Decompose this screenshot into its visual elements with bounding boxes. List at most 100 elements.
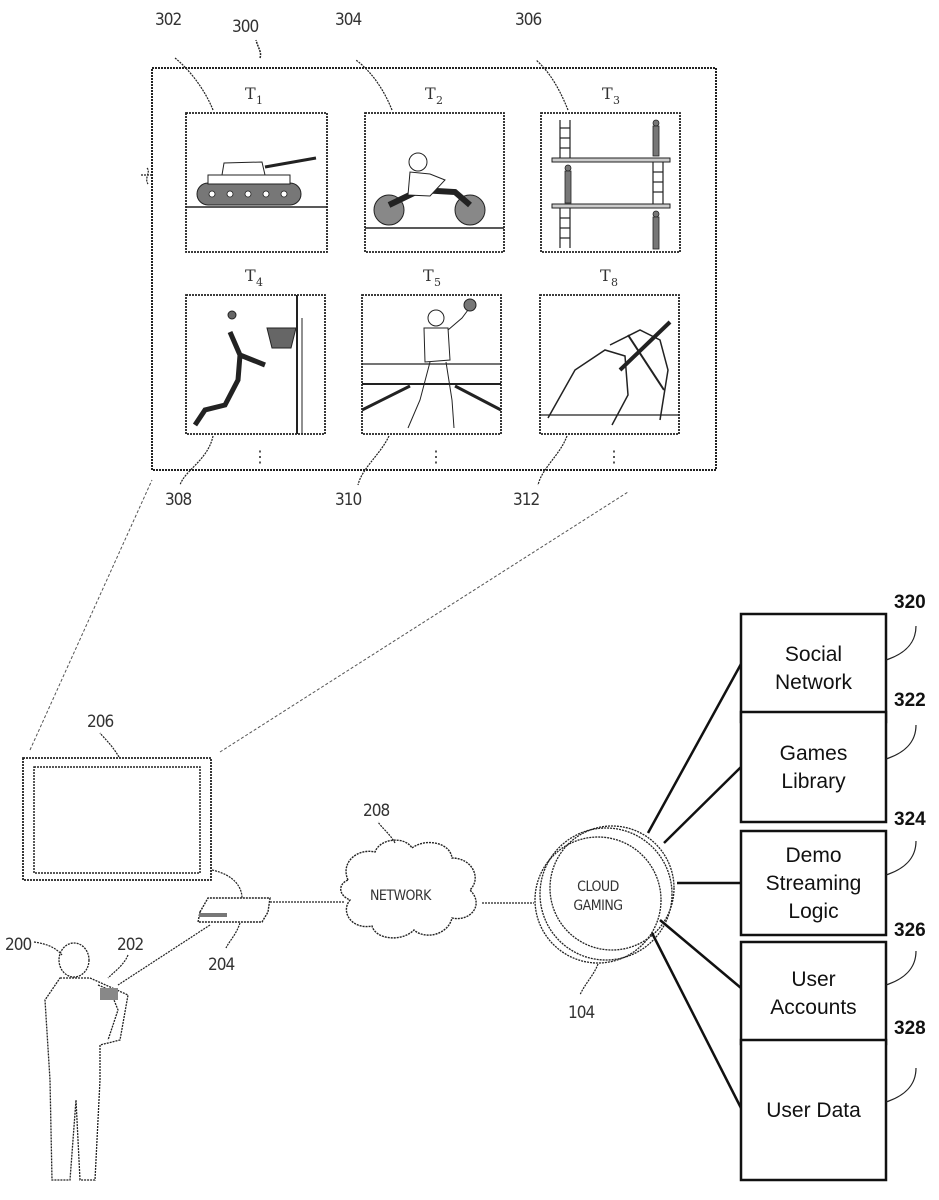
ellipsis: ⋮ <box>428 447 444 466</box>
tile-title: T <box>600 266 611 285</box>
platform-game-icon <box>552 120 670 249</box>
basketball-icon <box>195 295 302 434</box>
service-label-line: Games <box>780 742 848 765</box>
tile-subscript: 4 <box>256 276 263 289</box>
ref-204: 204 <box>208 955 234 975</box>
ref-206: 206 <box>87 712 113 732</box>
connector-320 <box>648 664 741 833</box>
tile-frame <box>540 295 679 434</box>
leader-324 <box>886 841 916 875</box>
display-device[interactable]: 206 <box>23 712 242 898</box>
leader-104 <box>580 964 598 995</box>
tile-title: T <box>245 84 256 103</box>
tile-frame <box>186 295 325 434</box>
ref-304: 304 <box>335 10 361 30</box>
service-box-frame <box>741 614 886 722</box>
leader-310 <box>358 436 389 485</box>
leader-300 <box>256 40 261 58</box>
ref-320: 320 <box>894 592 926 613</box>
leader-322 <box>886 725 916 759</box>
ref-208: 208 <box>363 801 389 821</box>
service-label-line: Logic <box>788 900 838 923</box>
controller-icon <box>100 988 118 1000</box>
football-player-icon <box>362 299 501 428</box>
cloud-gaming-server[interactable]: CLOUD GAMING 104 <box>535 826 674 1023</box>
service-box-frame <box>741 712 886 822</box>
ref-326: 326 <box>894 920 926 941</box>
service-label-line: Social <box>785 643 842 666</box>
leader-206 <box>100 733 119 757</box>
network-label: NETWORK <box>370 888 432 904</box>
tile-title: T <box>602 84 613 103</box>
service-label-line: Library <box>781 770 846 793</box>
tile-title: T <box>425 84 436 103</box>
ref-202: 202 <box>117 935 143 955</box>
connector-328 <box>652 933 741 1108</box>
ref-200: 200 <box>5 935 31 955</box>
tile-subscript: 1 <box>256 94 263 107</box>
service-box-328[interactable]: User Data 328 <box>741 1018 926 1180</box>
ellipsis: ⋮ <box>252 447 268 466</box>
service-label-line: User <box>791 968 835 991</box>
cloud-label-line2: GAMING <box>573 898 622 914</box>
leader-204 <box>226 923 240 948</box>
connector-322 <box>664 767 741 843</box>
leader-308 <box>180 436 213 485</box>
service-label-line: Demo <box>785 844 841 867</box>
tile-t4[interactable]: T 4 ⋮ 308 <box>165 266 325 510</box>
leader-202 <box>108 955 128 978</box>
service-connectors <box>648 664 741 1108</box>
ref-306: 306 <box>515 10 541 30</box>
tile-t1[interactable]: T 1 302 <box>155 10 327 252</box>
person-icon <box>45 943 128 1180</box>
service-box-324[interactable]: DemoStreamingLogic 324 <box>741 809 926 935</box>
console-body <box>198 898 270 922</box>
ref-328: 328 <box>894 1018 926 1039</box>
leader-320 <box>886 626 916 660</box>
ellipsis: ⋮ <box>606 447 622 466</box>
ref-308: 308 <box>165 490 191 510</box>
tile-t5[interactable]: T 5 ⋮ 310 <box>335 266 501 510</box>
connector-326 <box>660 920 741 988</box>
display-frame <box>23 758 211 880</box>
ref-300: 300 <box>232 17 258 37</box>
ref-322: 322 <box>894 690 926 711</box>
game-console[interactable]: 204 <box>118 898 345 985</box>
console-slot <box>199 913 227 917</box>
bracket-mark <box>141 168 152 184</box>
tile-t3[interactable]: T 3 306 <box>515 10 680 252</box>
service-boxes: SocialNetwork 320GamesLibrary 322DemoStrea… <box>741 592 926 1180</box>
ref-312: 312 <box>513 490 539 510</box>
user-figure: 200 202 <box>5 935 143 1180</box>
tile-t2[interactable]: T 2 304 <box>335 10 504 252</box>
service-label-line: Streaming <box>766 872 862 895</box>
tile-subscript: 3 <box>613 94 620 107</box>
ref-302: 302 <box>155 10 181 30</box>
network-cloud[interactable]: NETWORK 208 <box>341 801 534 938</box>
ref-104: 104 <box>568 1003 594 1023</box>
tile-subscript: 8 <box>611 276 618 289</box>
leader-302 <box>175 58 213 110</box>
wrestling-players-icon <box>540 322 679 425</box>
tile-subscript: 5 <box>434 276 441 289</box>
motorcycle-icon <box>365 153 504 228</box>
service-label-line: User Data <box>766 1099 861 1122</box>
service-label-line: Accounts <box>770 996 856 1019</box>
ref-310: 310 <box>335 490 361 510</box>
leader-328 <box>886 1068 916 1102</box>
service-label-line: Network <box>775 671 853 694</box>
cloud-label-line1: CLOUD <box>577 879 619 895</box>
display-cable <box>212 870 242 898</box>
leader-208 <box>378 822 395 843</box>
tank-icon <box>186 158 327 207</box>
tile-title: T <box>423 266 434 285</box>
service-box-frame <box>741 942 886 1044</box>
tile-title: T <box>245 266 256 285</box>
leader-312 <box>538 436 567 485</box>
wireless-signal <box>118 925 210 985</box>
tile-t8[interactable]: T 8 ⋮ 312 <box>513 266 679 510</box>
tile-subscript: 2 <box>436 94 443 107</box>
ref-324: 324 <box>894 809 926 830</box>
display-screen <box>34 767 200 873</box>
